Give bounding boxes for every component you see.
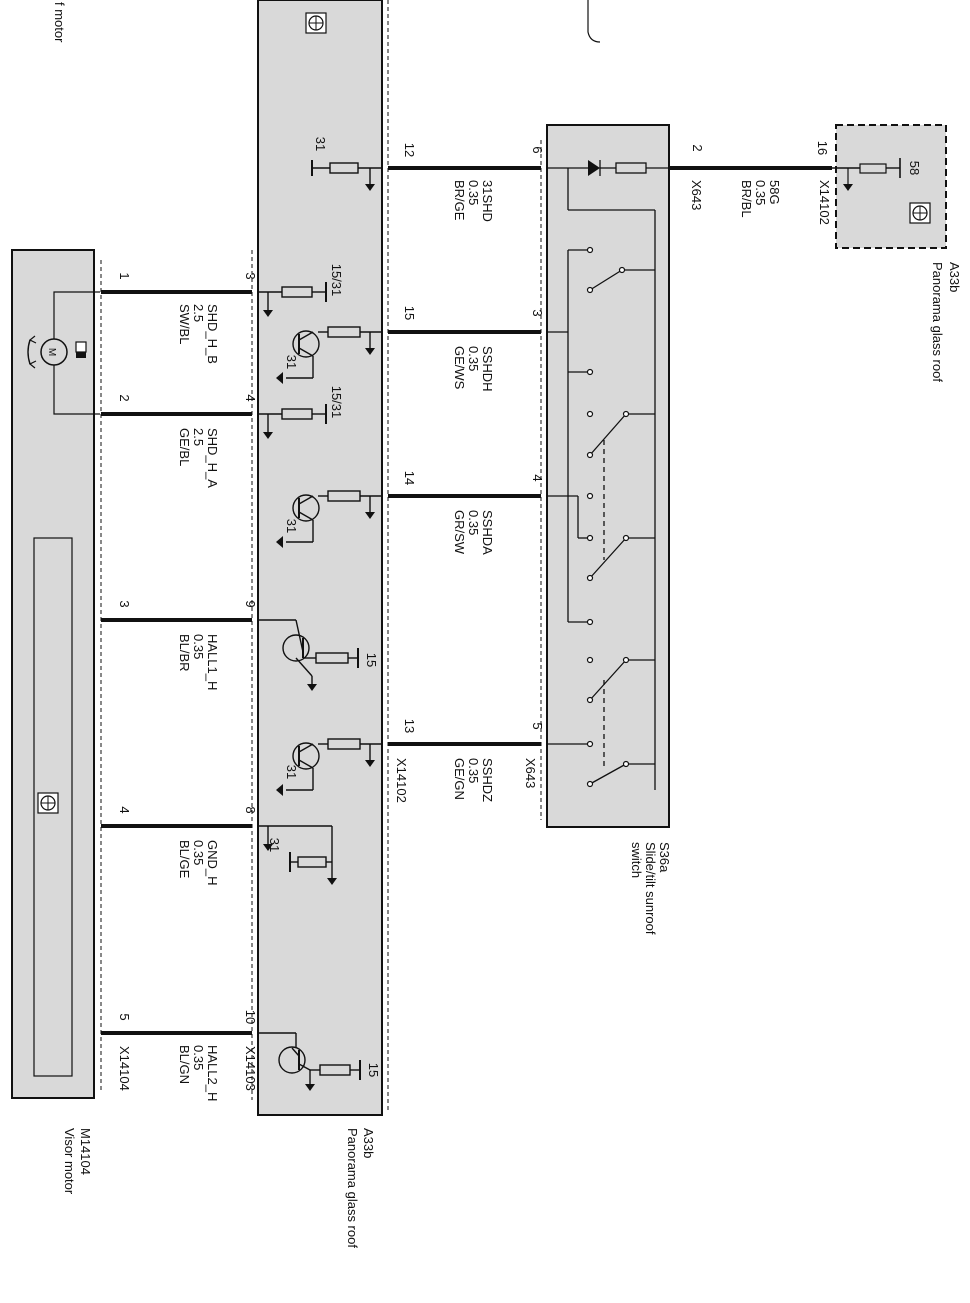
- bmw-logo-icon: [37, 792, 59, 814]
- roof-connector-bottom-label: X14103: [243, 1046, 258, 1091]
- motor-pin-label: 1: [117, 272, 132, 279]
- svg-text:M: M: [46, 348, 57, 356]
- wire-gauge: 0.35: [191, 634, 206, 659]
- roof-pin-label: 9: [243, 600, 258, 607]
- switch-connector-label: X643: [689, 180, 704, 210]
- switch-pin-label: 3: [530, 309, 545, 316]
- motor-pin-label: 3: [117, 600, 132, 607]
- roof-internal-circuit: [258, 160, 382, 1091]
- wires-left: [101, 290, 252, 1035]
- wire-gauge: 0.35: [753, 180, 768, 205]
- visor-motor-name: Visor motor: [62, 1128, 77, 1195]
- switch-pin-label: 6: [530, 146, 545, 153]
- roof-module-box: [257, 0, 383, 1116]
- ext-module-name: Panorama glass roof: [930, 262, 945, 382]
- wire-name: SSHDZ: [480, 758, 495, 802]
- motor-pin-label: 2: [117, 394, 132, 401]
- wire-gauge: 0.35: [191, 1045, 206, 1070]
- roof-connector-right-label: X14102: [394, 758, 409, 803]
- wire-gauge: 2.5: [191, 304, 206, 322]
- motor-symbol: M: [27, 291, 100, 415]
- wire-gauge: 0.35: [191, 840, 206, 865]
- roof-pin-label: 10: [243, 1010, 258, 1024]
- ext-connector-label: X14102: [817, 180, 832, 225]
- roof-pin-label: 8: [243, 806, 258, 813]
- wire-name: HALL1_H: [205, 634, 220, 690]
- wire-name: SHD_H_B: [205, 304, 220, 364]
- wire-color: BR/BL: [739, 180, 754, 218]
- wire-name: HALL2_H: [205, 1045, 220, 1101]
- wire-gauge: 0.35: [466, 758, 481, 783]
- corner-motor-label: f motor: [52, 2, 67, 43]
- wires-right: [388, 166, 541, 746]
- terminal-label: 15: [364, 653, 379, 667]
- roof-pin-label: 15: [402, 306, 417, 320]
- wire-name: GND_H: [205, 840, 220, 886]
- wire-color: BL/GE: [177, 840, 192, 879]
- wire-gauge: 2.5: [191, 428, 206, 446]
- external-roof-box: [835, 124, 947, 249]
- switch-name-line2: switch: [629, 842, 644, 878]
- visor-motor-id: M14104: [78, 1128, 93, 1175]
- bmw-logo-icon: [909, 202, 931, 224]
- visor-connector-label: X14104: [117, 1046, 132, 1091]
- roof-pin-label: 4: [243, 394, 258, 401]
- switch-id: S36a: [657, 842, 672, 873]
- wire-color: GR/SW: [452, 510, 467, 555]
- ext-terminal-label: 58: [907, 161, 922, 175]
- wire-color: BR/GE: [452, 180, 467, 221]
- bmw-logo-icon: [305, 12, 327, 34]
- wire-name: SSHDH: [480, 346, 495, 392]
- terminal-label: 15/31: [329, 264, 344, 297]
- wire-color: BL/BR: [177, 634, 192, 672]
- resistor-symbol: [859, 163, 887, 174]
- wire-stub: [587, 0, 601, 43]
- wire-color: BL/GN: [177, 1045, 192, 1084]
- terminal-label: 31: [284, 355, 299, 369]
- sunroof-switch-box: [546, 124, 670, 828]
- terminal-label: 15: [366, 1063, 381, 1077]
- switch-ext-pin-label: 2: [690, 144, 705, 151]
- switch-name: Slide/tilt sunroof: [643, 842, 658, 935]
- roof-pin-label: 3: [243, 272, 258, 279]
- wire-name: 58G: [767, 180, 782, 205]
- switch-connector-label: X643: [523, 758, 538, 788]
- switch-contacts: [586, 246, 630, 788]
- terminal-label: 31: [284, 519, 299, 533]
- terminal-label: 31: [313, 137, 328, 151]
- wire-color: GE/GN: [452, 758, 467, 800]
- terminal-label: 31: [284, 765, 299, 779]
- wire-color: GE/BL: [177, 428, 192, 466]
- ext-module-id: A33b: [947, 262, 962, 292]
- wire-gauge: 0.35: [466, 180, 481, 205]
- wire-color: GE/WS: [452, 346, 467, 390]
- wire-color: SW/BL: [177, 304, 192, 344]
- roof-module-id: A33b: [361, 1128, 376, 1158]
- terminal-label: 31: [267, 838, 282, 852]
- switch-pin-label: 4: [530, 474, 545, 481]
- switch-internal-circuit: [547, 160, 669, 790]
- wire-gauge: 0.35: [466, 510, 481, 535]
- wire-gauge: 0.35: [466, 346, 481, 371]
- motor-pin-label: 5: [117, 1013, 132, 1020]
- wire-name: 31SHD: [480, 180, 495, 222]
- roof-pin-label: 12: [402, 143, 417, 157]
- wire-name: SSHDA: [480, 510, 495, 555]
- motor-pin-label: 4: [117, 806, 132, 813]
- switch-pin-label: 5: [530, 722, 545, 729]
- wire-name: SHD_H_A: [205, 428, 220, 488]
- roof-pin-label: 14: [402, 471, 417, 485]
- ext-pin-label: 16: [815, 141, 830, 155]
- roof-pin-label: 13: [402, 719, 417, 733]
- terminal-label: 15/31: [329, 386, 344, 419]
- roof-module-name: Panorama glass roof: [345, 1128, 360, 1248]
